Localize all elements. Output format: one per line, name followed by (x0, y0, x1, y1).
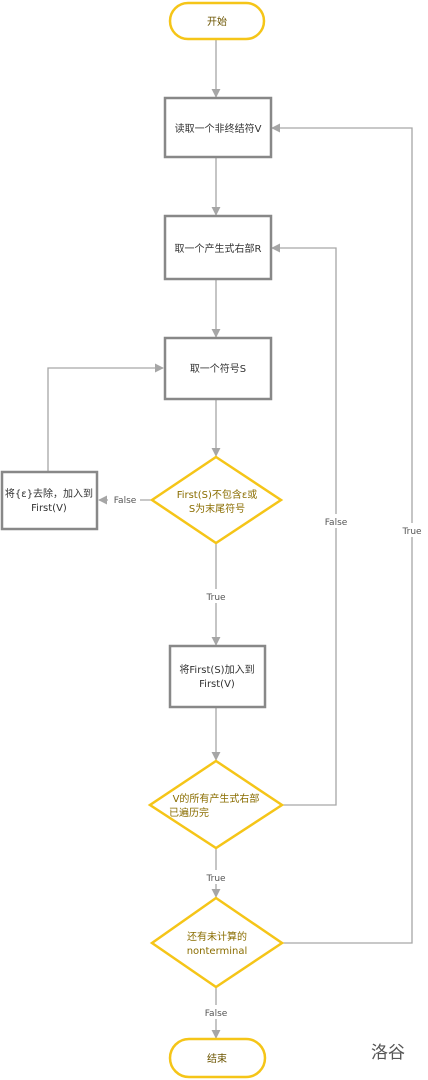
connectors (47, 40, 413, 1039)
add-first-box: 将First(S)加入到 First(V) (168, 644, 267, 709)
edge-label-false-remove: False (114, 496, 137, 506)
remove-epsilon-label-line1: 将{ε}去除，加入到 (5, 487, 93, 500)
start-label: 开始 (207, 15, 227, 28)
edge-label-true-back-v: True (401, 527, 422, 537)
edge-remove-loop-to-take-s (47, 363, 164, 471)
add-first-label-line1: 将First(S)加入到 (179, 664, 254, 676)
productions-traversed-label-line1: V的所有产生式右部 (173, 792, 260, 805)
take-production-label: 取一个产生式右部R (175, 242, 262, 255)
edge-label-false-end: False (205, 1009, 228, 1019)
edge-cond-more-true-to-read (271, 123, 413, 944)
end-terminal: 结束 (168, 1037, 267, 1079)
read-nonterminal-box: 读取一个非终结符V (163, 96, 273, 159)
edge-label-true-add: True (205, 593, 226, 603)
more-nonterminals-decision: 还有未计算的 nonterminal (149, 896, 285, 989)
remove-epsilon-label-line2: First(V) (31, 503, 67, 514)
start-terminal: 开始 (168, 1, 266, 41)
take-symbol-label: 取一个符号S (190, 362, 246, 375)
edge-label-false-back-r: False (325, 518, 348, 528)
add-first-label-line2: First(V) (199, 679, 235, 690)
remove-epsilon-box: 将{ε}去除，加入到 First(V) (0, 470, 99, 531)
first-epsilon-label-line2: S为末尾符号 (189, 502, 245, 515)
read-nonterminal-label: 读取一个非终结符V (175, 122, 262, 135)
productions-traversed-decision: V的所有产生式右部 已遍历完 (147, 759, 285, 850)
watermark-text: 洛谷 (371, 1043, 405, 1063)
take-production-box: 取一个产生式右部R (163, 214, 273, 281)
productions-traversed-label-line2: 已遍历完 (169, 806, 209, 819)
first-epsilon-label-line1: First(S)不包含ε或 (177, 488, 258, 501)
first-epsilon-decision: First(S)不包含ε或 S为末尾符号 (149, 455, 284, 545)
more-nonterminals-label-line1: 还有未计算的 (187, 930, 247, 943)
end-label: 结束 (207, 1052, 227, 1065)
take-symbol-box: 取一个符号S (163, 336, 273, 401)
edge-label-true-next: True (205, 874, 226, 884)
more-nonterminals-label-line2: nonterminal (187, 946, 248, 957)
